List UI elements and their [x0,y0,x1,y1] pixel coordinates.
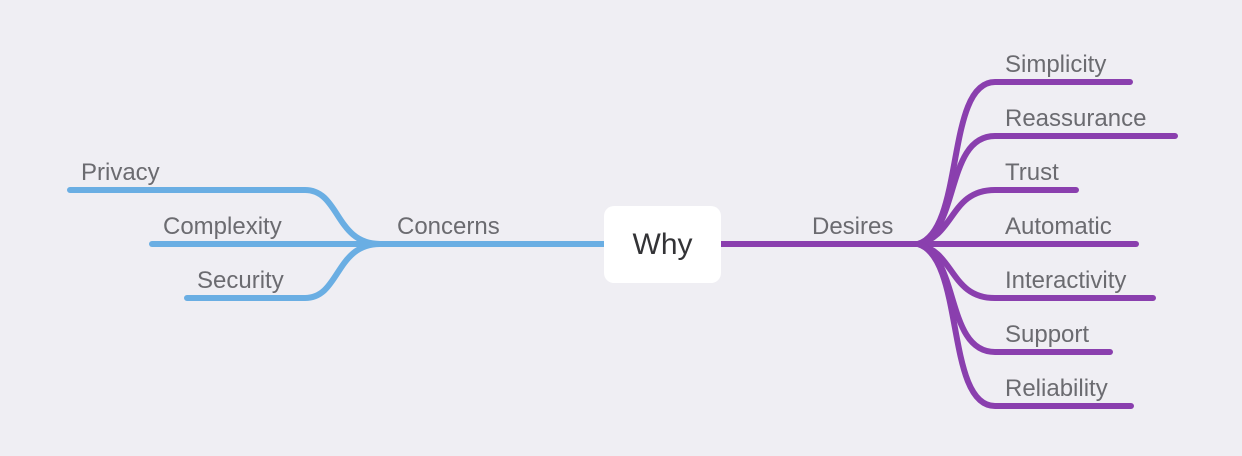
central-topic-node[interactable]: Why [604,206,721,283]
node-reassurance[interactable]: Reassurance [1005,105,1147,132]
node-privacy[interactable]: Privacy [81,159,160,186]
node-trust[interactable]: Trust [1005,159,1059,186]
node-automatic[interactable]: Automatic [1005,213,1112,240]
branch-line-security [184,241,383,301]
node-simplicity[interactable]: Simplicity [1005,51,1107,78]
node-complexity[interactable]: Complexity [163,213,282,240]
node-concerns[interactable]: Concerns [397,213,500,240]
branch-line-reliability [915,241,1134,409]
branch-line-trust [915,187,1079,247]
central-topic-label: Why [632,227,693,261]
node-security[interactable]: Security [197,267,284,294]
node-interactivity[interactable]: Interactivity [1005,267,1127,294]
node-desires[interactable]: Desires [812,213,894,240]
node-reliability[interactable]: Reliability [1005,375,1108,402]
node-support[interactable]: Support [1005,321,1090,348]
